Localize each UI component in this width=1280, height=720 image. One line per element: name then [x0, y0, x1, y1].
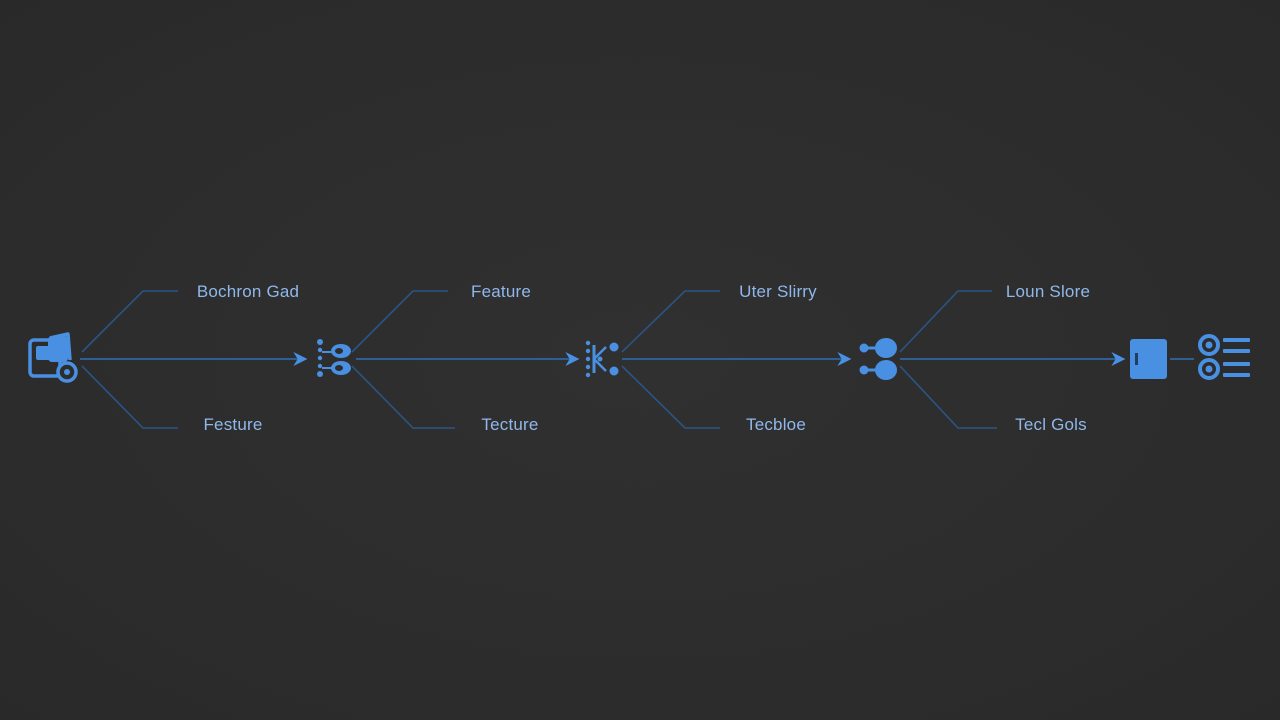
top-label-2: Feature	[471, 282, 531, 301]
bottom-label-4: Tecl Gols	[1015, 415, 1087, 434]
top-label-3: Uter Slirry	[739, 282, 817, 301]
bottom-label-3: Tecbloe	[746, 415, 806, 434]
branch-top-2	[351, 290, 448, 353]
checklist-icon	[1198, 334, 1250, 380]
top-label-1: Bochron Gad	[197, 282, 299, 301]
branch-bottom-3	[621, 365, 720, 429]
hierarchy-icon	[585, 340, 619, 378]
branch-top-1	[81, 290, 178, 353]
document-icon	[1130, 339, 1167, 379]
top-label-4: Loun Slore	[1006, 282, 1090, 301]
bottom-label-1: Festure	[203, 415, 262, 434]
branch-bottom-1	[81, 365, 178, 429]
bottom-labels: Festure Tecture Tecbloe Tecl Gols	[203, 415, 1086, 434]
truck-gear-icon	[28, 332, 78, 383]
branch-icon	[317, 339, 351, 377]
merge-icon	[859, 338, 897, 380]
top-labels: Bochron Gad Feature Uter Slirry Loun Slo…	[197, 282, 1090, 301]
branch-top-4	[899, 290, 992, 353]
branch-bottom-4	[899, 365, 997, 429]
bottom-label-2: Tecture	[481, 415, 538, 434]
branch-lines	[81, 290, 997, 429]
branch-bottom-2	[351, 365, 455, 429]
branch-top-3	[621, 290, 720, 353]
